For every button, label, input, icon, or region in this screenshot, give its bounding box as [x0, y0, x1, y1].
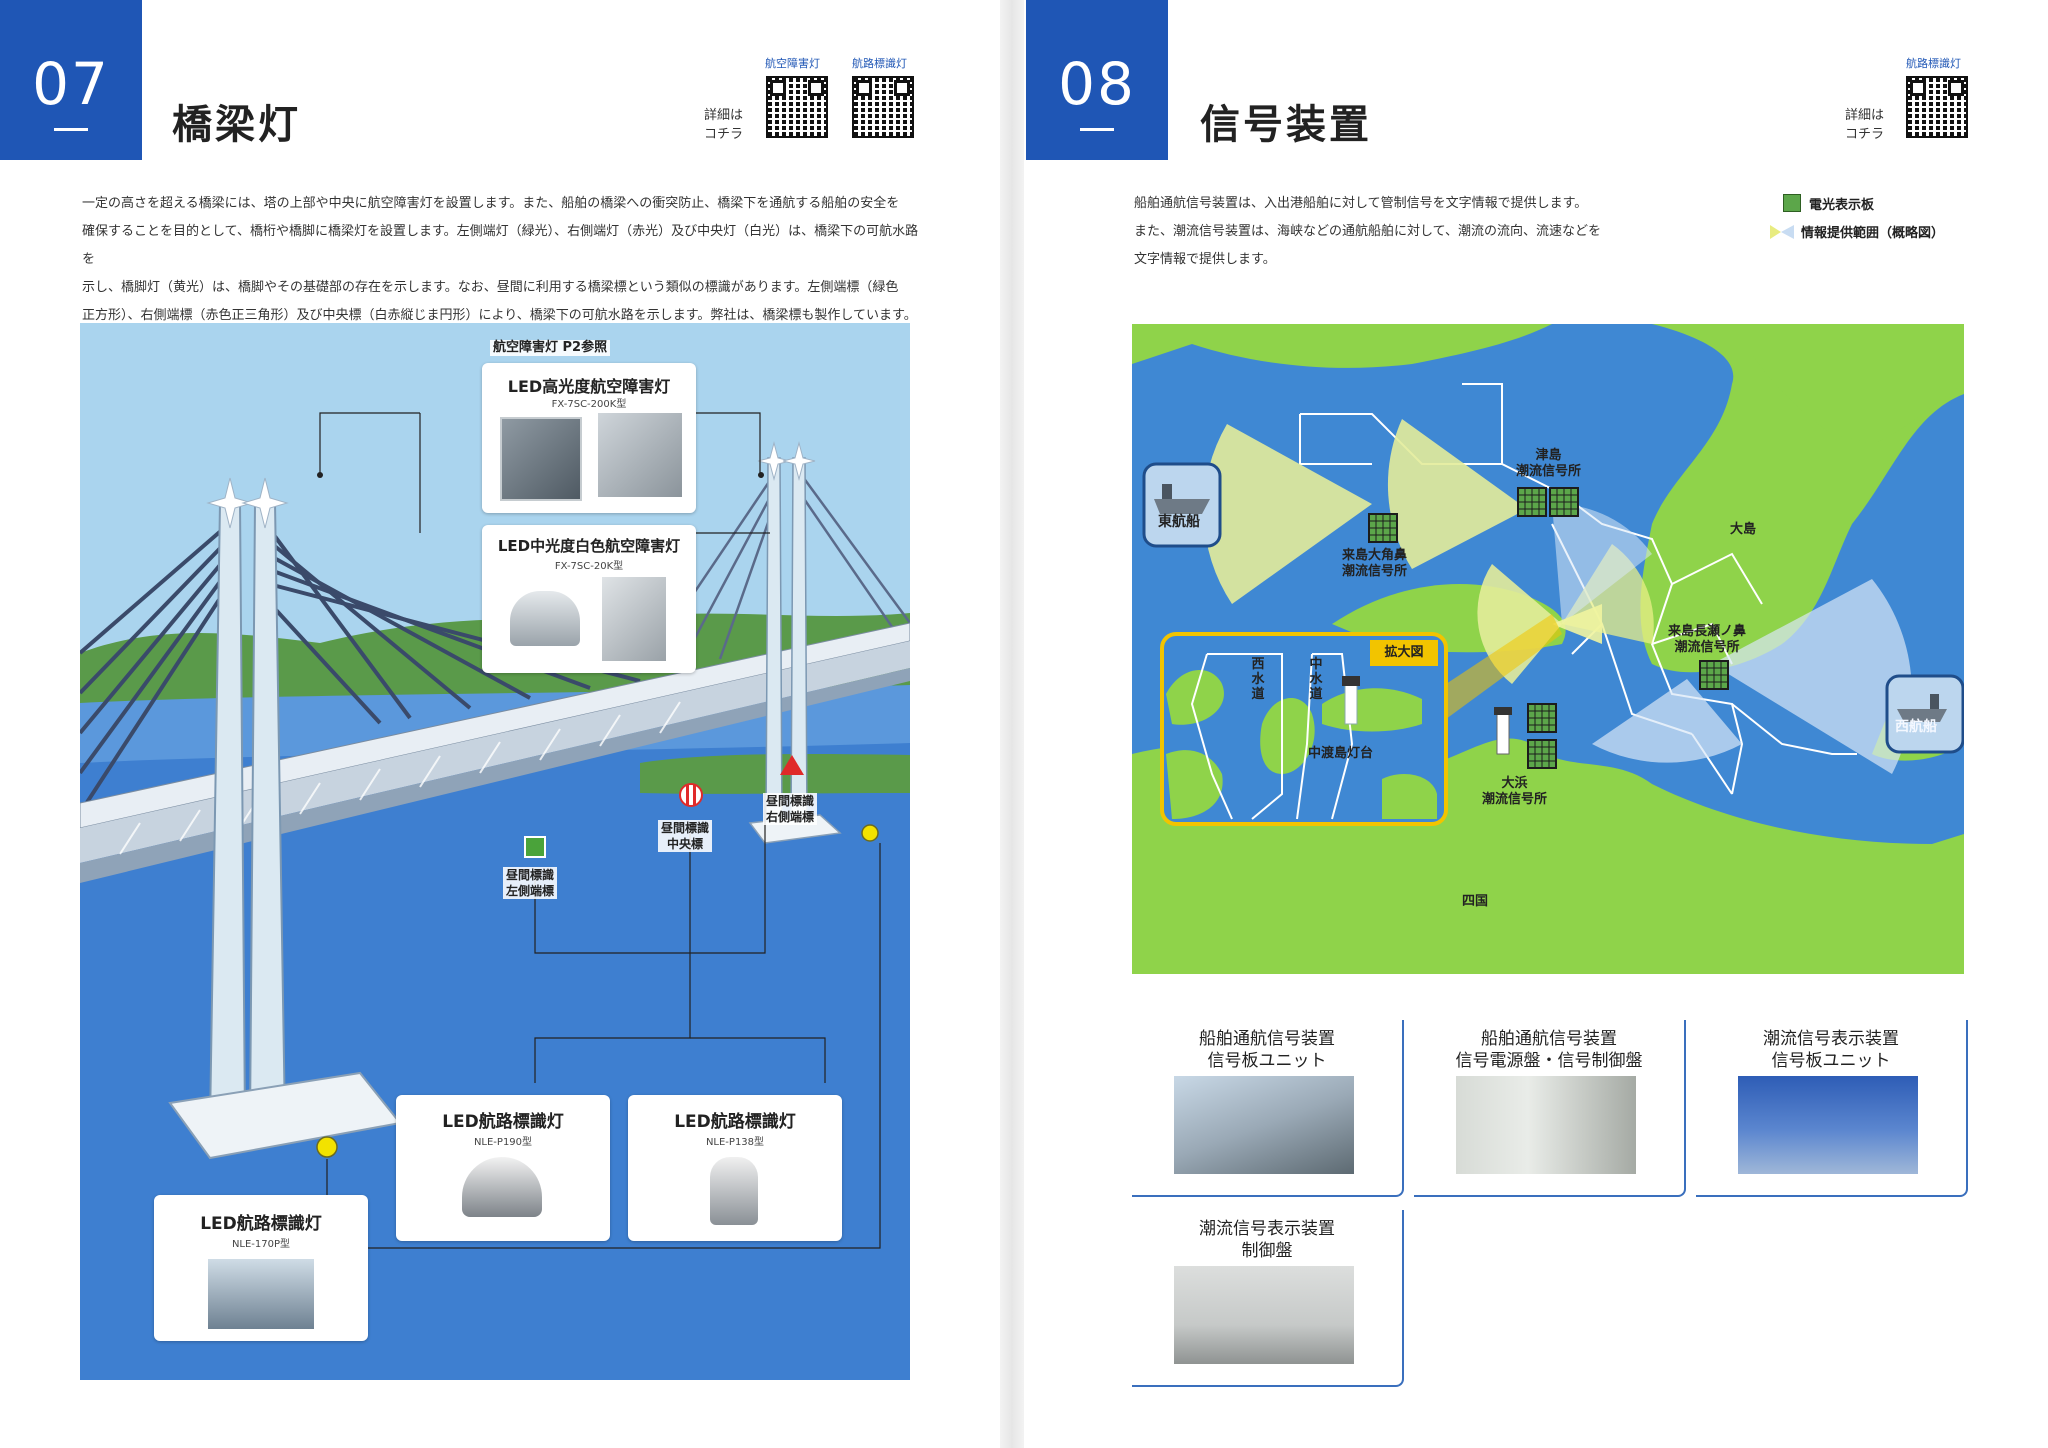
product-card-high-intensity[interactable]: LED高光度航空障害灯 FX-7SC-200K型 — [482, 363, 696, 513]
lighthouse-label: 中渡島灯台 — [1308, 746, 1374, 761]
center-mark-icon — [679, 783, 703, 807]
page-gutter — [1000, 0, 1024, 1448]
east-ship-label: 東航船 — [1158, 514, 1200, 530]
product-photo — [510, 591, 580, 646]
intro-line: 船舶通航信号装置は、入出港船舶に対して管制信号を文字情報で提供します。 — [1134, 196, 1588, 211]
product-card-nle-p190[interactable]: LED航路標識灯 NLE-P190型 — [396, 1095, 610, 1241]
photo-card-title: 潮流信号表示装置 制御盤 — [1199, 1219, 1335, 1261]
right-side-mark-label: 昼間標識 右側端標 — [763, 793, 818, 825]
shikoku-label: 四国 — [1462, 894, 1489, 909]
ohama-station-label: 大浜 潮流信号所 — [1482, 776, 1548, 807]
inset-map — [1160, 632, 1448, 826]
inset-tag: 拡大図 — [1370, 640, 1438, 666]
tidal-board-photo — [1738, 1076, 1918, 1174]
legend-item-range: 情報提供範囲（概略図） — [1766, 222, 1944, 241]
product-card-nle-p138[interactable]: LED航路標識灯 NLE-P138型 — [628, 1095, 842, 1241]
card-title: LED高光度航空障害灯 — [507, 377, 671, 396]
intro-line: 文字情報で提供します。 — [1134, 252, 1276, 267]
page-title: 橋梁灯 — [172, 102, 301, 148]
qr-lead-line: コチラ — [1845, 127, 1885, 142]
section-number: 07 — [32, 50, 110, 118]
section-number: 08 — [1058, 50, 1136, 118]
product-photo — [462, 1157, 542, 1217]
number-underline — [54, 128, 88, 131]
page-title: 信号装置 — [1200, 102, 1372, 148]
qr-caption-navigation: 航路標識灯 — [1906, 57, 1961, 70]
strait-map: 東航船 西航船 津島 潮流信号所 来島大角鼻 潮流信号所 来島長瀬ノ鼻 潮流信号… — [1132, 324, 1964, 974]
qr-code-navigation-icon[interactable] — [1906, 76, 1968, 138]
kurushima-nagase-station-label: 来島長瀬ノ鼻 潮流信号所 — [1668, 624, 1747, 655]
qr-lead-line: 詳細は — [704, 108, 744, 123]
card-model: NLE-P138型 — [705, 1137, 765, 1148]
map-drawing — [1132, 324, 1964, 974]
qr-lead-line: コチラ — [704, 127, 744, 142]
intro-line: 示し、橋脚灯（黄光）は、橋脚やその基礎部の存在を示します。なお、昼間に利用する橋… — [82, 280, 899, 295]
legend-item-display: 電光表示板 — [1783, 194, 1874, 213]
photo-card-ship-signal-board: 船舶通航信号装置 信号板ユニット — [1132, 1020, 1404, 1197]
west-ship-label: 西航船 — [1895, 719, 1937, 735]
bridge-drawing — [80, 412, 910, 1380]
product-photo — [710, 1157, 758, 1225]
intro-line: また、潮流信号装置は、海峡などの通航船舶に対して、潮流の流向、流速などを — [1134, 224, 1601, 239]
number-underline — [1080, 128, 1114, 131]
card-title: LED航路標識灯 — [674, 1112, 796, 1132]
kurushima-osumi-station-label: 来島大角鼻 潮流信号所 — [1342, 548, 1408, 579]
photo-card-power-control-panel: 船舶通航信号装置 信号電源盤・信号制御盤 — [1414, 1020, 1686, 1197]
product-photo — [598, 413, 682, 497]
qr-caption-navigation: 航路標識灯 — [852, 57, 907, 70]
left-side-mark-icon — [524, 836, 546, 858]
product-photo — [208, 1259, 314, 1329]
signal-board-icons — [1368, 487, 1729, 769]
photo-card-title: 船舶通航信号装置 信号板ユニット — [1199, 1029, 1335, 1071]
oshima-label: 大島 — [1730, 522, 1757, 537]
west-channel-label: 西水道 — [1251, 657, 1265, 702]
qr-lead-text: 詳細は コチラ — [1845, 106, 1884, 144]
product-photo — [602, 577, 666, 661]
card-model: FX-7SC-200K型 — [551, 399, 627, 410]
photo-card-title: 船舶通航信号装置 信号電源盤・信号制御盤 — [1455, 1029, 1643, 1071]
intro-line: 正方形）、右側端標（赤色正三角形）及び中央標（白赤縦じま円形）により、橋梁下の可… — [82, 308, 917, 323]
product-photo — [500, 417, 582, 501]
intro-line: 一定の高さを超える橋梁には、塔の上部や中央に航空障害灯を設置します。また、船舶の… — [82, 196, 900, 211]
right-side-mark-icon — [780, 755, 804, 775]
card-title: LED中光度白色航空障害灯 — [497, 537, 681, 555]
fan-range-icon — [1770, 225, 1794, 239]
green-square-icon — [1783, 194, 1801, 212]
intro-line: 確保することを目的として、橋桁や橋脚に橋梁灯を設置します。左側端灯（緑光）、右側… — [82, 224, 919, 267]
bridge-illustration: 航空障害灯 P2参照 LED高光度航空障害灯 FX-7SC-200K型 LED中… — [80, 323, 910, 1380]
aviation-reference-label: 航空障害灯 P2参照 — [490, 340, 611, 356]
qr-caption-aviation: 航空障害灯 — [765, 57, 820, 70]
qr-lead-line: 詳細は — [1845, 108, 1885, 123]
product-card-nle-170p[interactable]: LED航路標識灯 NLE-170P型 — [154, 1195, 368, 1341]
center-channel-label: 中水道 — [1309, 657, 1323, 702]
card-model: NLE-170P型 — [231, 1239, 291, 1250]
card-title: LED航路標識灯 — [200, 1214, 322, 1234]
qr-lead-text: 詳細は コチラ — [704, 106, 743, 144]
left-page: 07 橋梁灯 詳細は コチラ 航空障害灯 航路標識灯 一定の高さを超える橋梁には… — [0, 0, 1000, 1448]
control-panel-photo — [1456, 1076, 1636, 1174]
tsushima-station-label: 津島 潮流信号所 — [1516, 448, 1582, 479]
qr-code-navigation-icon[interactable] — [852, 76, 914, 138]
qr-code-aviation-icon[interactable] — [766, 76, 828, 138]
section-number-block: 07 — [0, 0, 142, 160]
left-side-mark-label: 昼間標識 左側端標 — [503, 867, 558, 899]
card-title: LED航路標識灯 — [442, 1112, 564, 1132]
photo-card-tidal-control-panel: 潮流信号表示装置 制御盤 — [1132, 1210, 1404, 1387]
intro-paragraph: 一定の高さを超える橋梁には、塔の上部や中央に航空障害灯を設置します。また、船舶の… — [82, 190, 922, 330]
card-model: NLE-P190型 — [473, 1137, 533, 1148]
product-card-medium-intensity[interactable]: LED中光度白色航空障害灯 FX-7SC-20K型 — [482, 525, 696, 673]
tidal-control-photo — [1174, 1266, 1354, 1364]
center-mark-label: 昼間標識 中央標 — [658, 820, 713, 852]
section-number-block: 08 — [1026, 0, 1168, 160]
photo-card-title: 潮流信号表示装置 信号板ユニット — [1763, 1029, 1899, 1071]
intro-paragraph: 船舶通航信号装置は、入出港船舶に対して管制信号を文字情報で提供します。 また、潮… — [1134, 190, 1694, 274]
photo-card-tidal-signal-board: 潮流信号表示装置 信号板ユニット — [1696, 1020, 1968, 1197]
card-model: FX-7SC-20K型 — [554, 561, 624, 572]
signal-board-photo — [1174, 1076, 1354, 1174]
